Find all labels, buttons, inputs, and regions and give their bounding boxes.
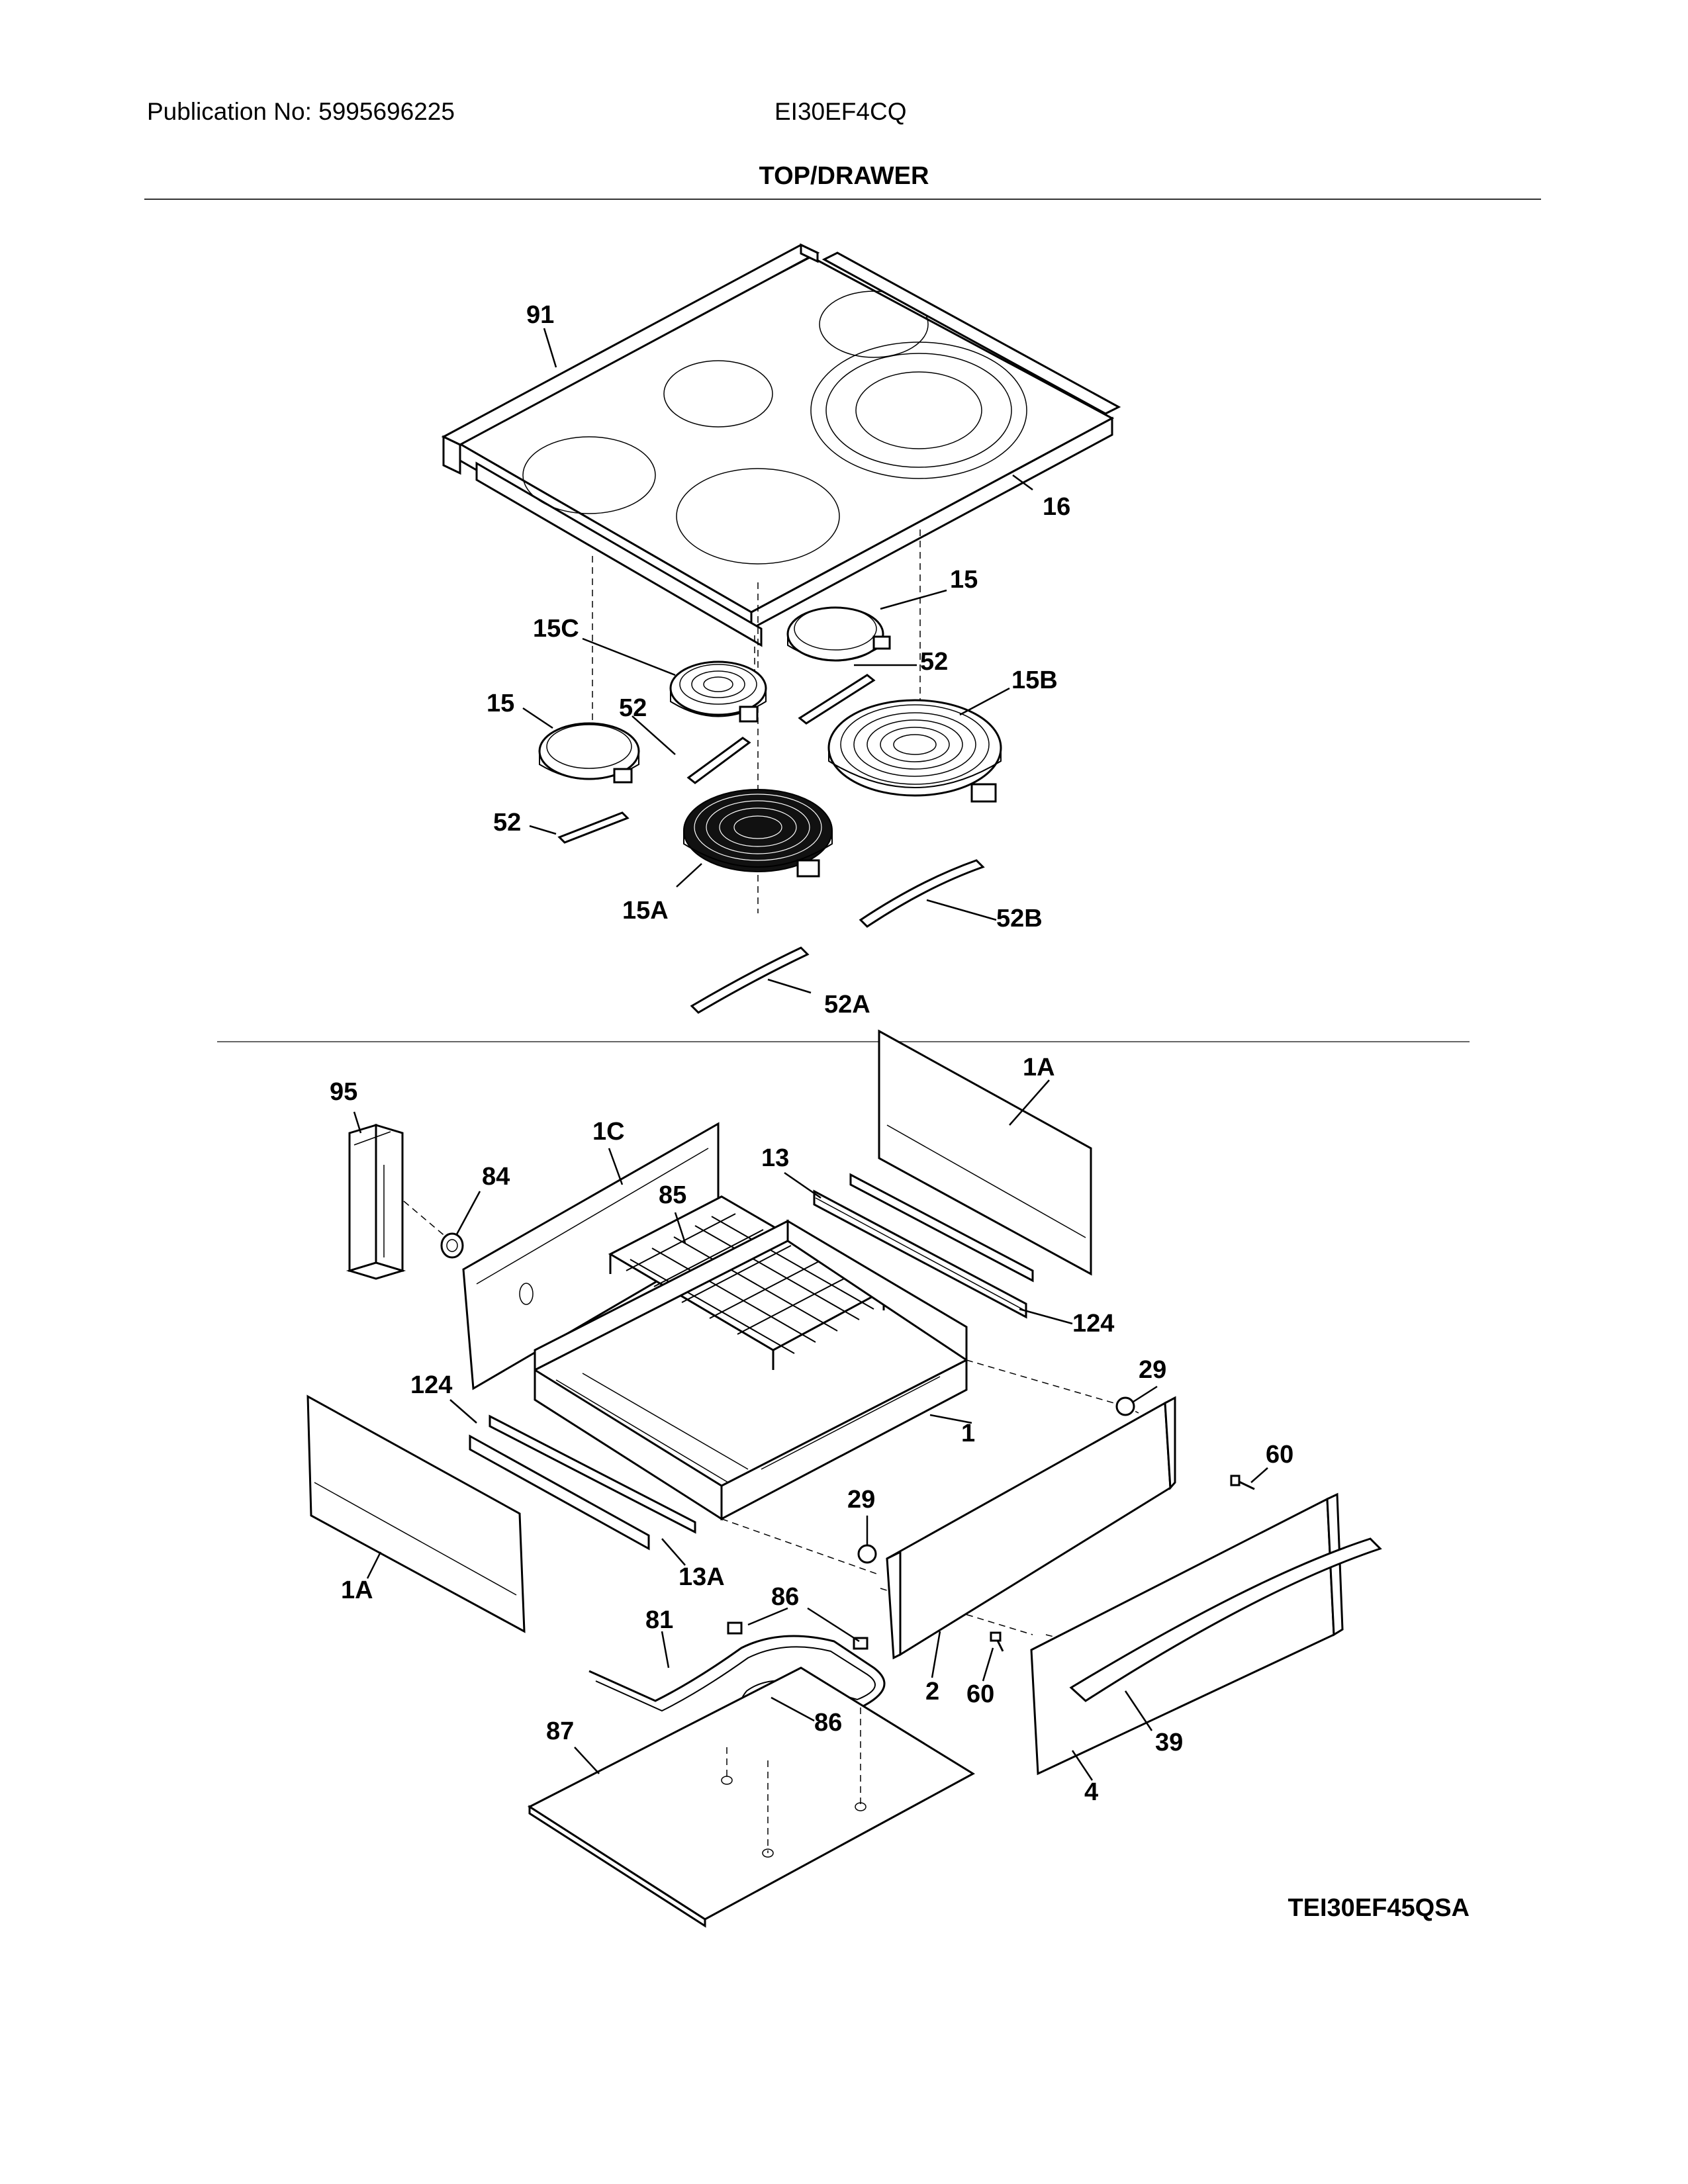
- callout-2: 2: [925, 1678, 939, 1706]
- screw-60-upper: [1230, 1475, 1255, 1490]
- side-panel-1A-right: [878, 1029, 1092, 1276]
- callout-15C: 15C: [533, 615, 579, 643]
- cooktop-glass-top: [454, 255, 1115, 647]
- callout-60-lower: 60: [966, 1680, 994, 1708]
- callout-1C: 1C: [592, 1118, 625, 1146]
- callout-86-upper: 86: [771, 1583, 799, 1611]
- callout-85: 85: [659, 1181, 686, 1209]
- bracket-52-upper: [798, 674, 876, 725]
- drawer-slide-13: [813, 1189, 1027, 1319]
- callout-52A: 52A: [824, 991, 870, 1019]
- side-trim: [821, 251, 1121, 415]
- rear-trim: [441, 243, 820, 475]
- radiant-element-15A: [683, 789, 833, 878]
- bumper-29-left: [857, 1544, 877, 1564]
- bracket-52-lower: [557, 811, 630, 844]
- callout-124-left: 124: [410, 1371, 452, 1399]
- header-divider: [144, 199, 1541, 200]
- callout-81: 81: [645, 1606, 673, 1634]
- callout-1: 1: [961, 1420, 975, 1447]
- diagram-code: TEI30EF45QSA: [1288, 1894, 1470, 1922]
- callout-1A-top: 1A: [1023, 1054, 1055, 1081]
- screw-60-lower: [990, 1631, 1004, 1652]
- callout-52-middle: 52: [619, 694, 647, 722]
- callout-84: 84: [482, 1163, 510, 1191]
- callout-15B: 15B: [1011, 666, 1058, 694]
- radiant-element-15B: [827, 699, 1002, 803]
- callout-29-right: 29: [1139, 1356, 1166, 1384]
- callout-95: 95: [330, 1078, 357, 1106]
- model-number: EI30EF4CQ: [774, 98, 907, 125]
- rail-124-right: [849, 1173, 1034, 1283]
- callout-52-upper: 52: [920, 648, 948, 676]
- bottom-pan-87: [527, 1666, 975, 1928]
- vent-duct-95: [346, 1123, 406, 1280]
- callout-16: 16: [1043, 493, 1070, 521]
- radiant-element-15-left: [538, 722, 640, 784]
- callout-124-right: 124: [1072, 1310, 1114, 1338]
- callout-15A: 15A: [622, 897, 669, 925]
- callout-1A-bottom: 1A: [341, 1576, 373, 1604]
- callout-87: 87: [546, 1717, 574, 1745]
- part-84: [440, 1232, 464, 1259]
- callout-13: 13: [761, 1144, 789, 1172]
- clip-86-a: [727, 1621, 743, 1635]
- radiant-element-15-right: [786, 606, 891, 662]
- side-panel-1A-left: [306, 1394, 526, 1633]
- callout-29-left: 29: [847, 1486, 875, 1514]
- section-divider: [217, 1041, 1470, 1042]
- callout-86-lower: 86: [814, 1709, 842, 1737]
- callout-15-left: 15: [487, 690, 514, 717]
- drawer-body-1: [534, 1219, 968, 1521]
- callout-52-lower: 52: [493, 809, 521, 837]
- drawer-handle-39: [1069, 1537, 1382, 1702]
- publication-number: Publication No: 5995696225: [147, 98, 455, 125]
- callout-13A: 13A: [679, 1563, 725, 1591]
- callout-15-upper: 15: [950, 566, 978, 594]
- bumper-29-right: [1115, 1396, 1135, 1416]
- section-title: TOP/DRAWER: [759, 162, 929, 190]
- drawer-slide-13A: [469, 1434, 650, 1551]
- callout-60-upper: 60: [1266, 1441, 1293, 1469]
- callout-52B: 52B: [996, 905, 1043, 933]
- callout-4: 4: [1084, 1778, 1098, 1806]
- bracket-52B: [859, 859, 985, 928]
- callout-91: 91: [526, 301, 554, 329]
- callout-39: 39: [1155, 1729, 1183, 1756]
- rail-124-left: [489, 1414, 696, 1534]
- drawer-front-2: [886, 1396, 1176, 1660]
- bracket-52A: [690, 946, 810, 1014]
- bracket-52-middle: [686, 737, 751, 784]
- radiant-element-15C: [669, 660, 767, 723]
